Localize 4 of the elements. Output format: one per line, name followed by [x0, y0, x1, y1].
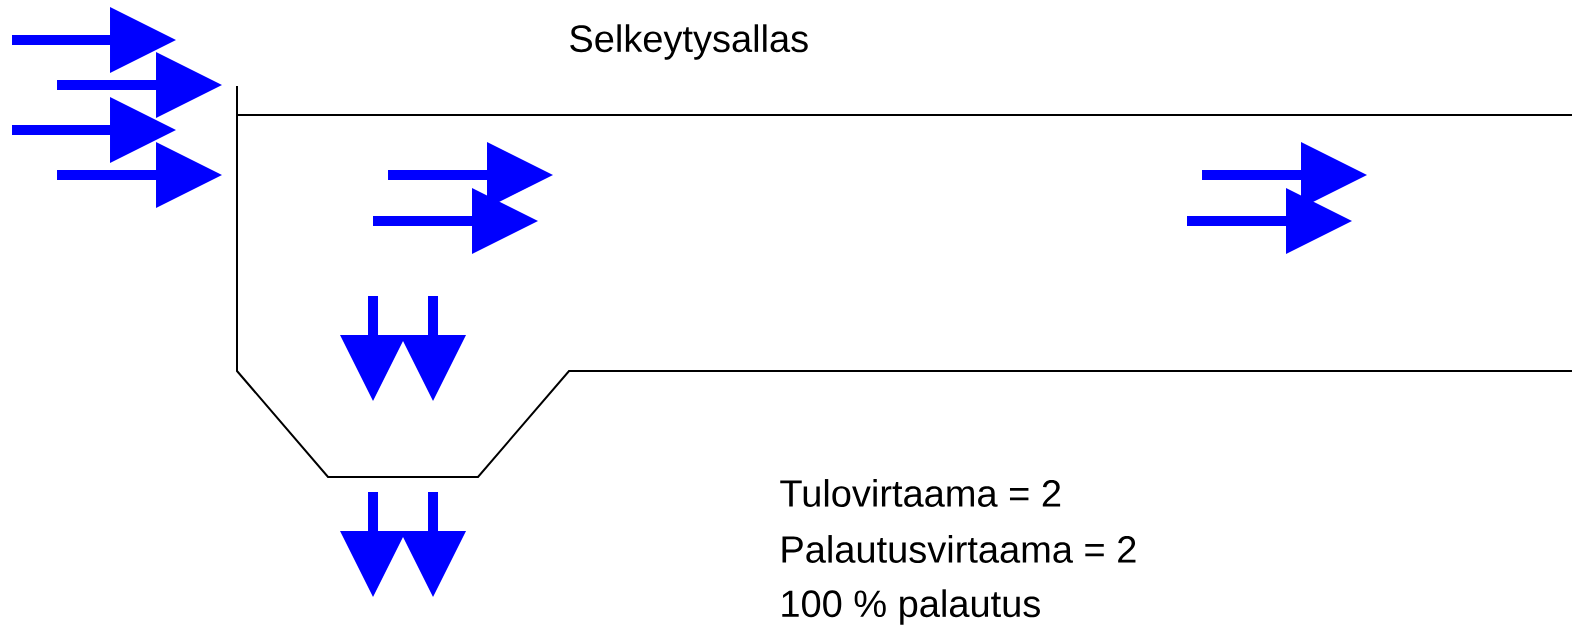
title: Selkeytysallas — [570, 24, 808, 60]
flow-note: Tulovirtaama = 2 — [780, 479, 1061, 507]
flow-note: 100 % palautus — [782, 589, 1040, 625]
flow-note: Palautusvirtaama = 2 — [782, 535, 1136, 563]
